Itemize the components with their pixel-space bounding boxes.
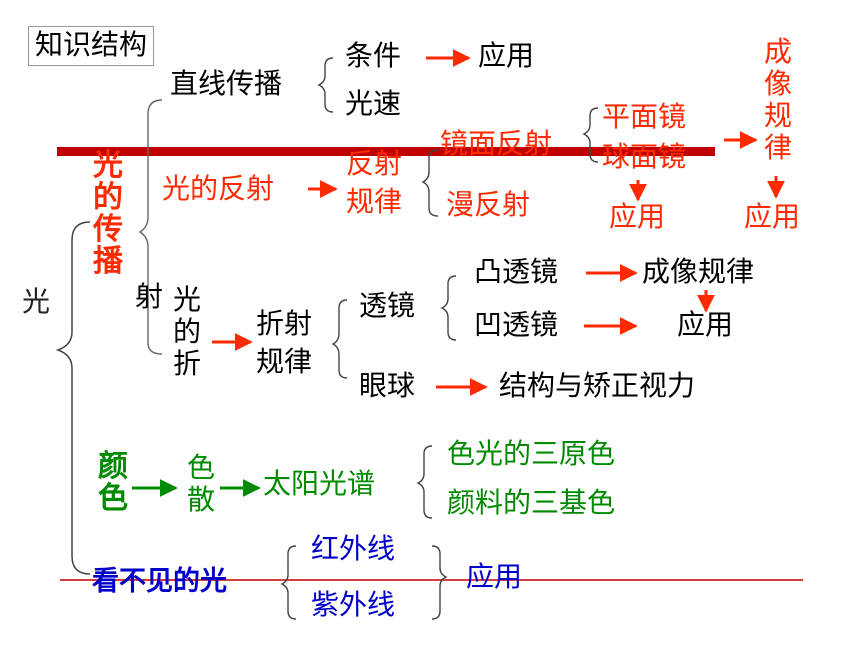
lens-imaging-rule: 成像规律 bbox=[642, 255, 755, 288]
dispersion-label: 色散 bbox=[186, 451, 215, 516]
infrared-label: 红外线 bbox=[311, 532, 396, 565]
reflection-law-brace bbox=[421, 149, 439, 217]
reflection-label: 光的反射 bbox=[162, 172, 275, 205]
refraction-law-b: 规律 bbox=[256, 345, 313, 378]
lens-brace bbox=[440, 275, 457, 341]
refraction-label-b: 光的折 bbox=[172, 283, 201, 380]
plane-mirror-application: 应用 bbox=[609, 200, 666, 233]
lens-application: 应用 bbox=[677, 308, 734, 341]
refraction-label-a: 射 bbox=[135, 280, 164, 313]
diffuse-label: 漫反射 bbox=[446, 188, 531, 221]
speed-label: 光速 bbox=[345, 87, 402, 120]
refraction-brace bbox=[331, 299, 348, 379]
pigment-primaries-label: 颜料的三基色 bbox=[447, 486, 616, 519]
spherical-mirror-label: 球面镜 bbox=[602, 140, 687, 173]
invisible-right-brace bbox=[431, 545, 448, 620]
propagation-header: 光的传播 bbox=[93, 148, 123, 279]
imaging-application: 应用 bbox=[744, 200, 801, 233]
convex-lens-label: 凸透镜 bbox=[474, 255, 559, 288]
rectilinear-label: 直线传播 bbox=[170, 67, 283, 100]
page-title: 知识结构 bbox=[28, 26, 155, 66]
specular-brace bbox=[582, 107, 599, 163]
plane-mirror-label: 平面镜 bbox=[602, 100, 687, 133]
conditions-label: 条件 bbox=[345, 39, 402, 72]
concave-lens-label: 凹透镜 bbox=[474, 308, 559, 341]
top-red-bar bbox=[57, 147, 715, 156]
invisible-left-brace bbox=[280, 545, 297, 620]
root-label: 光 bbox=[22, 285, 51, 318]
rectilinear-application: 应用 bbox=[478, 39, 535, 72]
invisible-header: 看不见的光 bbox=[92, 566, 227, 597]
invisible-application: 应用 bbox=[466, 560, 523, 593]
root-brace bbox=[55, 221, 91, 575]
light-primaries-label: 色光的三原色 bbox=[447, 437, 616, 470]
propagation-brace bbox=[138, 99, 163, 355]
eye-label: 眼球 bbox=[359, 369, 416, 402]
refraction-law-a: 折射 bbox=[256, 307, 313, 340]
reflection-law-b: 规律 bbox=[346, 185, 403, 218]
reflection-law-a: 反射 bbox=[346, 147, 403, 180]
mirror-imaging-rule: 成像规律 bbox=[763, 35, 792, 164]
color-brace bbox=[416, 445, 433, 519]
color-header: 颜色 bbox=[98, 449, 128, 516]
spectrum-label: 太阳光谱 bbox=[263, 467, 376, 500]
lens-label: 透镜 bbox=[359, 289, 416, 322]
specular-label: 镜面反射 bbox=[440, 127, 553, 160]
rectilinear-brace bbox=[317, 57, 334, 113]
ultraviolet-label: 紫外线 bbox=[311, 588, 396, 621]
eye-topic: 结构与矫正视力 bbox=[499, 369, 696, 402]
